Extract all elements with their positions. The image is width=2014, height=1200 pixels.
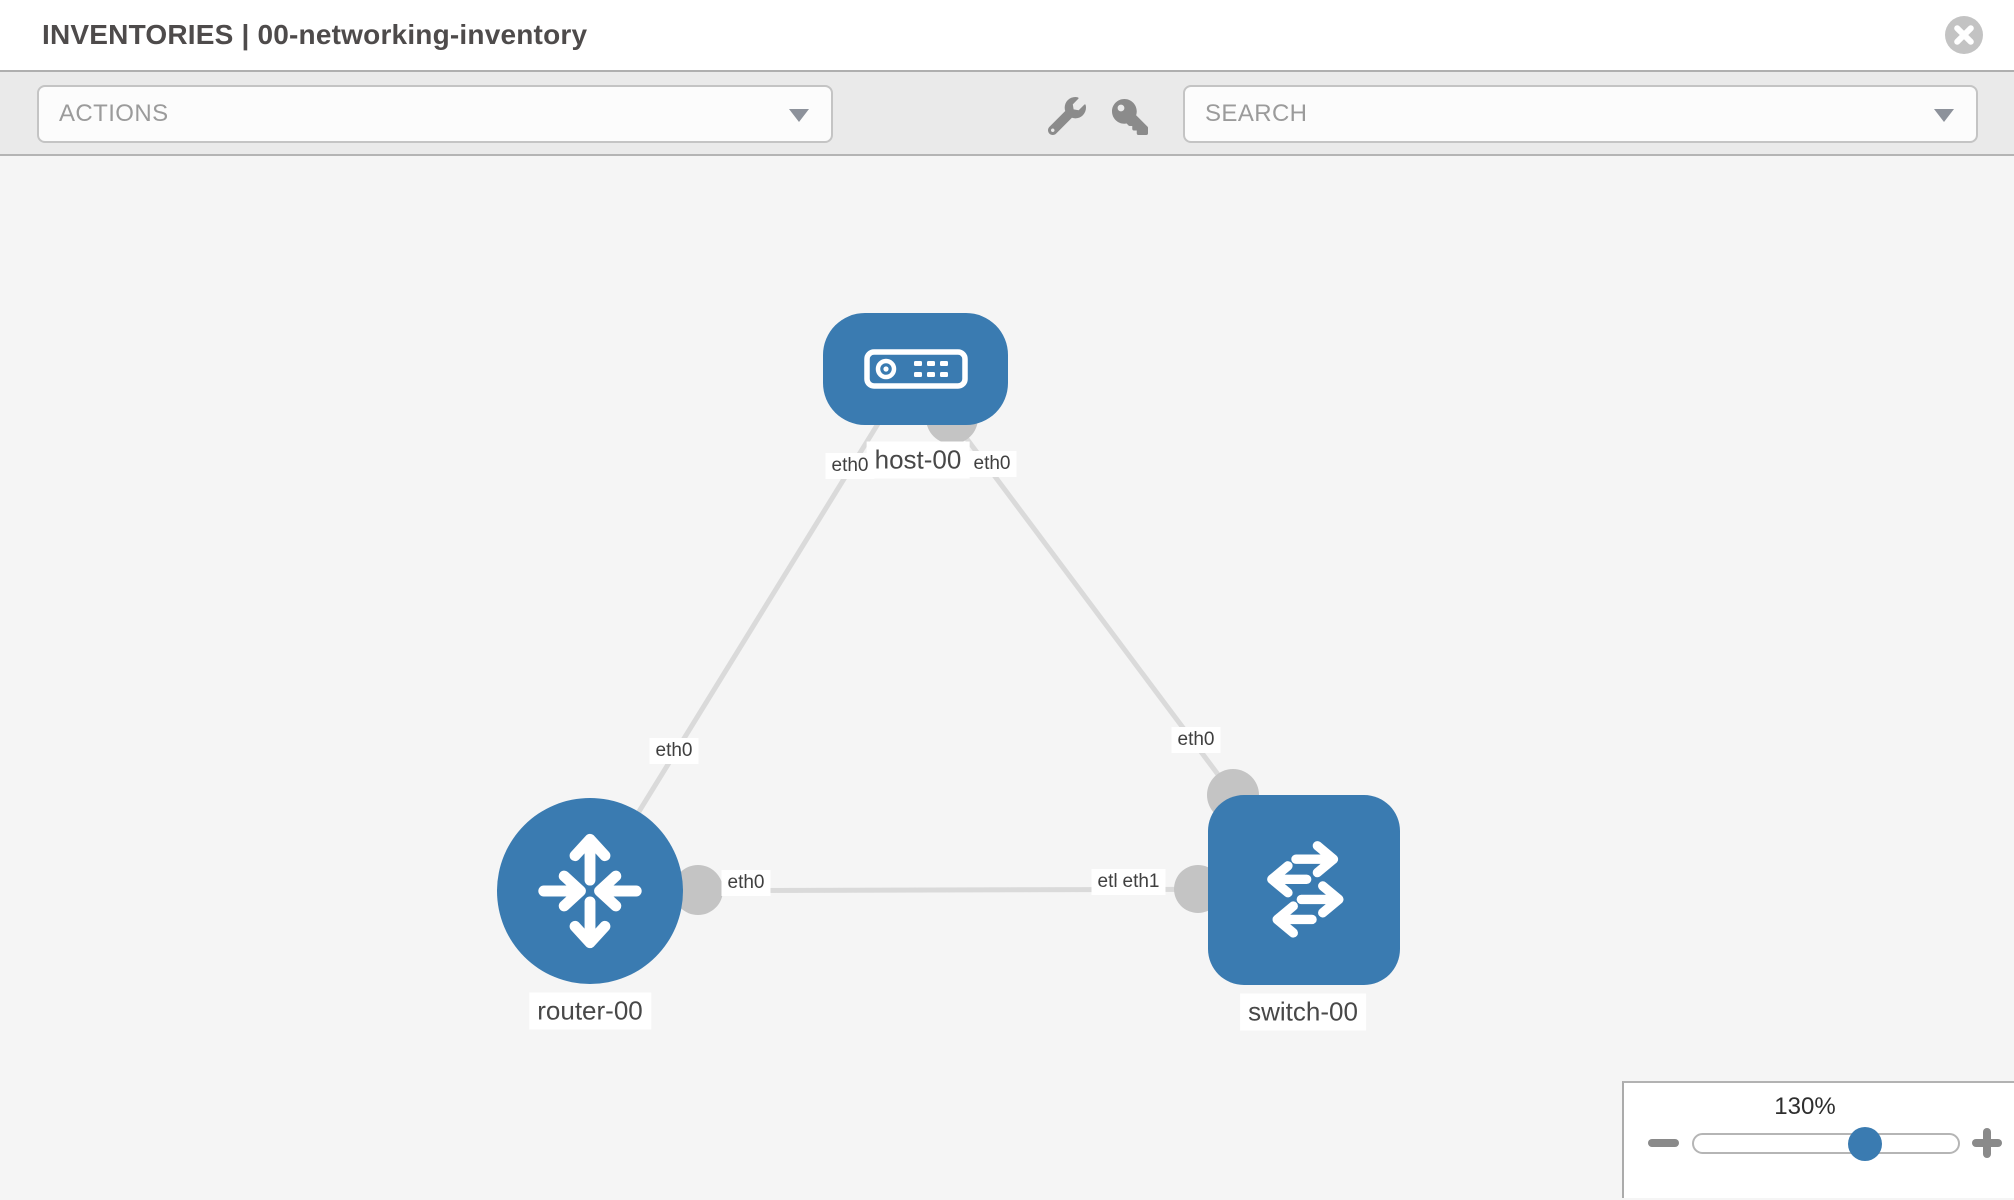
node-host[interactable] — [823, 313, 1008, 425]
topology-canvas[interactable]: host-00 router-00 switch-00 eth0 eth0 et… — [0, 156, 2014, 1198]
link-lines — [587, 386, 1301, 915]
interface-label-switch-top: eth0 — [1171, 727, 1221, 753]
search-dropdown[interactable]: SEARCH — [1183, 85, 1978, 143]
zoom-slider[interactable] — [1692, 1126, 1960, 1161]
endpoint-router-right — [673, 865, 723, 915]
node-label-router: router-00 — [529, 992, 651, 1030]
zoom-in-button[interactable] — [1972, 1128, 2002, 1158]
interface-label-router-top: eth0 — [649, 738, 699, 764]
zoom-slider-thumb[interactable] — [1847, 1126, 1882, 1161]
zoom-percentage: 130% — [1774, 1093, 1836, 1120]
node-label-host: host-00 — [866, 441, 970, 479]
interface-label-host-left: eth0 — [825, 453, 875, 479]
node-label-switch: switch-00 — [1240, 993, 1366, 1031]
wrench-icon[interactable] — [1048, 97, 1086, 135]
switch-icon — [1267, 841, 1344, 938]
chevron-down-icon — [789, 109, 809, 122]
zoom-panel: 130% — [1622, 1081, 2014, 1198]
router-icon — [538, 833, 642, 949]
title-bar: INVENTORIES | 00-networking-inventory — [0, 0, 2014, 72]
page-title: INVENTORIES | 00-networking-inventory — [42, 19, 588, 50]
node-router[interactable] — [497, 798, 683, 984]
actions-dropdown[interactable]: ACTIONS — [37, 85, 833, 143]
interface-label-switch-left-front: eth1 — [1116, 869, 1166, 895]
node-switch[interactable] — [1208, 795, 1400, 985]
toolbar: ACTIONS SEARCH — [0, 72, 2014, 156]
interface-label-router-right: eth0 — [721, 870, 771, 896]
interface-label-host-right: eth0 — [967, 451, 1017, 477]
key-icon[interactable] — [1112, 99, 1148, 135]
zoom-out-button[interactable] — [1648, 1139, 1679, 1147]
actions-dropdown-label: ACTIONS — [59, 100, 169, 127]
search-dropdown-label: SEARCH — [1205, 100, 1308, 127]
host-icon — [863, 349, 968, 389]
close-icon[interactable] — [1944, 15, 1984, 55]
chevron-down-icon — [1934, 109, 1954, 122]
